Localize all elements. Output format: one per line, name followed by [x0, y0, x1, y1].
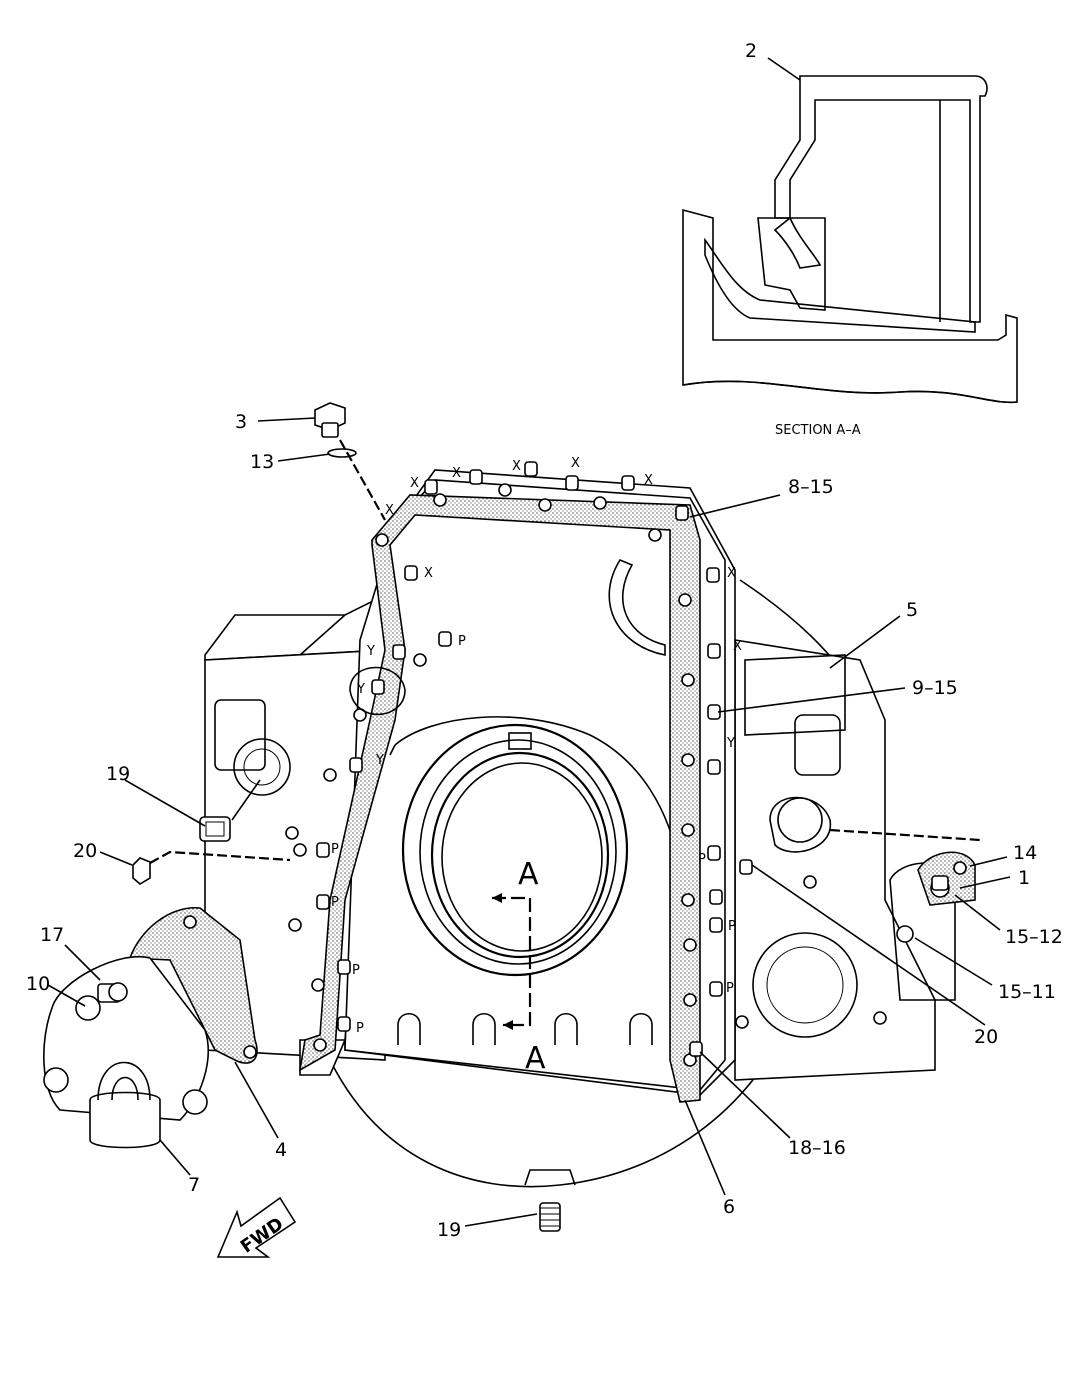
callout-9-15: 9–15 [912, 677, 958, 699]
mark-x: X [385, 503, 394, 518]
mark-p: P [698, 852, 706, 867]
callout-3: 3 [235, 411, 247, 433]
mark-y: Y [375, 753, 384, 768]
pipe-plugs [199, 779, 561, 1232]
left-adapter-assembly [43, 907, 258, 1149]
mark-x: X [452, 466, 461, 481]
mark-x: X [424, 566, 433, 581]
callout-13: 13 [250, 451, 274, 473]
callout-4: 4 [275, 1139, 287, 1161]
mark-x: X [410, 476, 419, 491]
mark-p: P [356, 1021, 364, 1036]
section-label-bottom: A [525, 1041, 546, 1076]
callout-15-12: 15–12 [1005, 926, 1063, 948]
callout-7: 7 [188, 1174, 200, 1196]
cover-bolts [316, 461, 753, 1057]
callout-14: 14 [1013, 842, 1037, 864]
mark-y: Y [366, 644, 375, 659]
mark-p: P [458, 634, 466, 649]
section-a-a-title: SECTION A–A [775, 423, 861, 438]
dowel-bolts [132, 826, 981, 885]
mark-p: P [331, 895, 339, 910]
callout-19-upper: 19 [106, 763, 130, 785]
mark-y: Y [726, 736, 735, 751]
callout-labels: 2 3 13 8–15 5 9–15 19 20 14 1 17 10 15–1… [26, 40, 1063, 1241]
mark-x: X [733, 639, 742, 654]
section-a-a-view: SECTION A–A [682, 75, 1018, 438]
mark-x: X [512, 459, 521, 474]
callout-5: 5 [906, 599, 918, 621]
callout-19-lower: 19 [437, 1219, 461, 1241]
callout-8-15: 8–15 [788, 476, 834, 498]
mark-x: X [571, 456, 580, 471]
callout-18-16: 18–16 [788, 1137, 846, 1159]
callout-20-left: 20 [73, 840, 97, 862]
mark-p: P [726, 981, 734, 996]
mark-p: P [331, 842, 339, 857]
mark-x: X [644, 473, 653, 488]
callout-20-right: 20 [974, 1026, 998, 1048]
right-adapter-assembly [896, 851, 976, 943]
callout-17: 17 [40, 924, 64, 946]
callout-6: 6 [723, 1196, 735, 1218]
bolt-location-marks: X X X X X X X X X Y Y Y Y P P P P P P P … [331, 456, 742, 1036]
callout-10: 10 [26, 973, 50, 995]
top-plug-assembly [314, 402, 386, 521]
section-cut-marker: A A [492, 857, 546, 1076]
mark-p: P [352, 963, 360, 978]
mark-p: P [728, 919, 736, 934]
callout-2: 2 [745, 40, 757, 62]
callout-1: 1 [1018, 867, 1030, 889]
mark-y: Y [356, 682, 365, 697]
callout-leaders [47, 57, 1011, 1227]
section-label-top: A [518, 857, 539, 892]
callout-15-11: 15–11 [998, 981, 1056, 1003]
forward-direction-arrow: FWD [216, 1196, 297, 1258]
mark-x: X [727, 566, 736, 581]
